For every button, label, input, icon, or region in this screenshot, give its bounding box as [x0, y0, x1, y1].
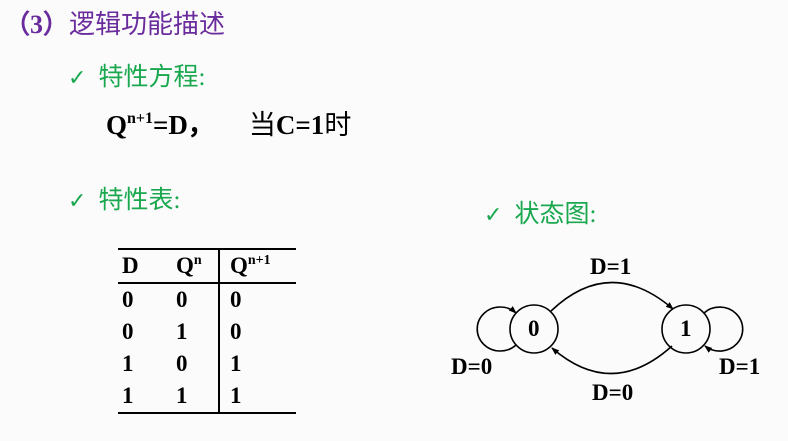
cell: 1	[122, 383, 134, 408]
check-icon: ✓	[68, 189, 87, 214]
self-loop-0	[476, 306, 517, 352]
arc-1-to-0	[551, 345, 673, 375]
state-0-circle	[509, 304, 559, 354]
state-1-circle	[661, 304, 711, 354]
state-1-label: 1	[680, 316, 692, 341]
eq-q: Q	[106, 110, 128, 140]
cell: 0	[122, 319, 134, 344]
check-icon: ✓	[68, 66, 87, 91]
self-loop-1	[703, 306, 744, 353]
eq-cond-suffix: 时	[324, 110, 352, 140]
heading-text: 逻辑功能描述	[69, 10, 226, 39]
characteristic-equation: Qn+1=D， 当C=1时	[106, 103, 351, 142]
cell: 1	[176, 383, 188, 408]
bullet-characteristic-equation: ✓ 特性方程:	[68, 57, 205, 93]
transition-top-label: D=1	[590, 254, 632, 279]
self-loop-0-label: D=0	[451, 354, 493, 379]
state-0-label: 0	[528, 316, 540, 341]
bullet-label: 状态图:	[514, 201, 597, 228]
eq-sup: n+1	[127, 110, 154, 127]
table-header-row: D Qn Qn+1	[118, 249, 296, 283]
cell: 1	[176, 319, 188, 344]
section-heading: （3）逻辑功能描述	[4, 4, 225, 41]
self-loop-1-label: D=1	[719, 354, 761, 379]
cell: 0	[218, 283, 296, 316]
header-qn: Qn	[176, 253, 202, 278]
eq-rest: =D，	[153, 110, 215, 140]
table-row: 1 0 1	[118, 348, 296, 380]
header-qn1: Qn+1	[218, 249, 296, 283]
cell: 1	[122, 351, 134, 376]
arc-0-to-1	[550, 281, 674, 312]
bullet-label: 特性表:	[98, 187, 181, 214]
bullet-label: 特性方程:	[98, 64, 206, 91]
heading-number: （3）	[4, 10, 70, 39]
cell: 0	[122, 287, 134, 312]
bullet-characteristic-table: ✓ 特性表:	[68, 180, 180, 216]
check-icon: ✓	[484, 203, 503, 228]
eq-cond-prefix: 当	[248, 110, 276, 140]
cell: 1	[218, 380, 296, 413]
cell: 0	[176, 351, 188, 376]
transition-bottom-label: D=0	[592, 380, 634, 405]
bullet-state-diagram: ✓ 状态图:	[484, 194, 596, 230]
header-d: D	[122, 253, 139, 278]
eq-condition: C=1	[275, 110, 325, 140]
table-row: 1 1 1	[118, 380, 296, 413]
characteristic-table: D Qn Qn+1 0 0 0 0 1 0 1 0 1 1 1 1	[118, 248, 296, 414]
cell: 0	[218, 316, 296, 348]
table-row: 0 1 0	[118, 316, 296, 348]
cell: 1	[218, 348, 296, 380]
cell: 0	[176, 287, 188, 312]
table-row: 0 0 0	[118, 283, 296, 316]
